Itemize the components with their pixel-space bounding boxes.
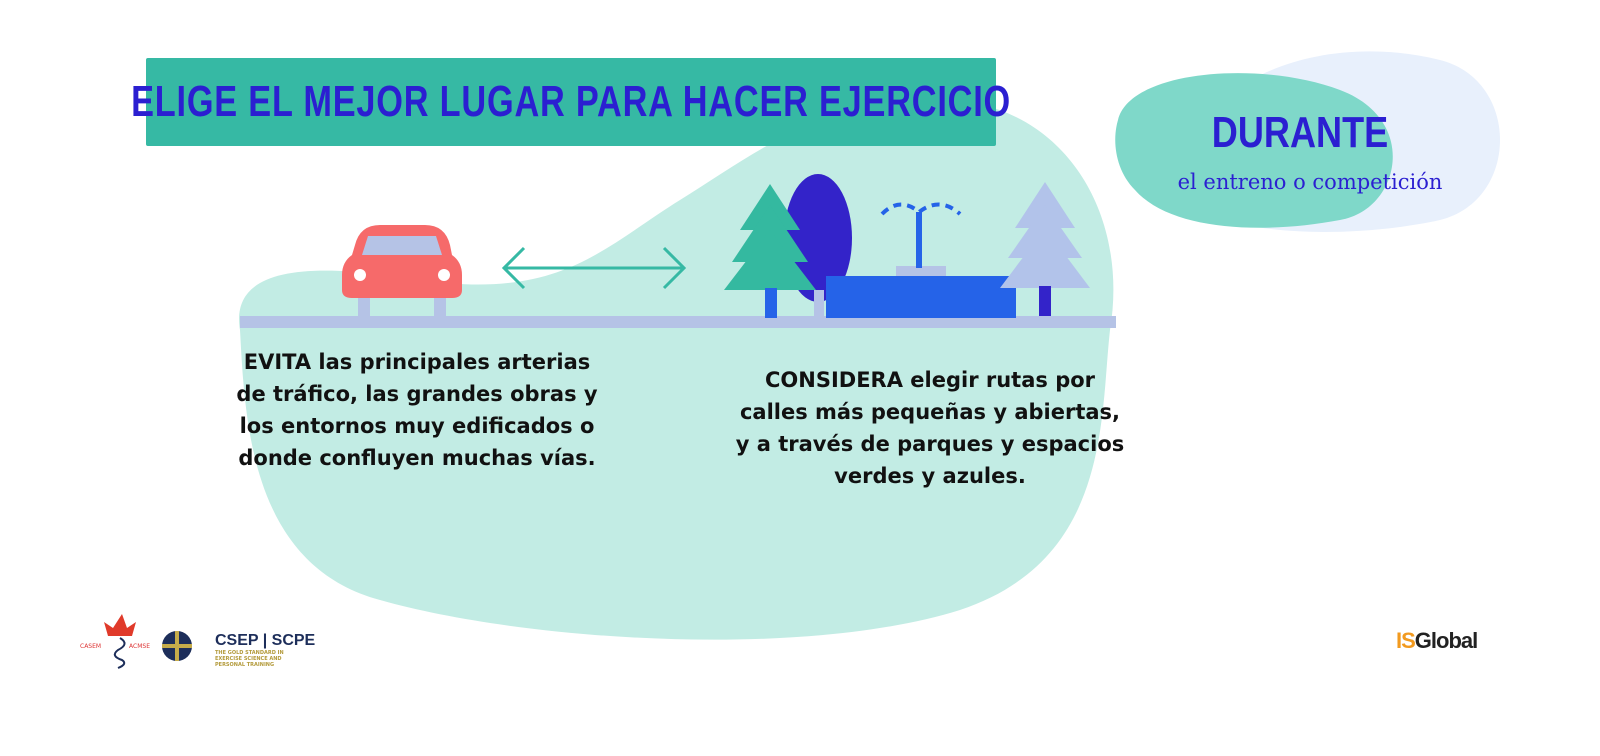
title-banner: ELIGE EL MEJOR LUGAR PARA HACER EJERCICI…	[131, 58, 1010, 146]
consider-lead: CONSIDERA	[764, 368, 903, 392]
csep-logo-text: CSEP | SCPE	[215, 632, 316, 649]
badge-subtitle: el entreno o competición	[1177, 170, 1443, 194]
background-blob	[239, 100, 1114, 640]
page-title: ELIGE EL MEJOR LUGAR PARA HACER EJERCICI…	[131, 77, 1011, 126]
car-icon	[342, 225, 462, 318]
isglobal-rest: Global	[1414, 628, 1478, 653]
casem-left: CASEM	[80, 643, 102, 650]
isglobal-is: IS	[1396, 628, 1416, 653]
consider-body: elegir rutas por calles más pequeñas y a…	[735, 368, 1125, 488]
isglobal-logo: ISGlobal	[1396, 628, 1478, 654]
avoid-lead: EVITA	[243, 350, 312, 374]
avoid-body: las principales arterias de tráfico, las…	[236, 350, 598, 470]
casem-logo-text: CASEM ACMSE	[80, 643, 150, 650]
badge-heading: DURANTE	[1211, 108, 1389, 157]
consider-text: CONSIDERA elegir rutas por calles más pe…	[730, 364, 1130, 492]
durante-blob	[1115, 73, 1393, 228]
casem-logo	[104, 614, 136, 669]
road	[240, 316, 1116, 328]
csep-tagline: THE GOLD STANDARD IN EXERCISE SCIENCE AN…	[215, 650, 284, 668]
fountain-icon	[826, 202, 1016, 318]
double-arrow-icon	[501, 246, 687, 290]
casem-right: ACMSE	[129, 643, 150, 650]
csep-logo	[162, 631, 192, 661]
pale-tree-icon	[1000, 182, 1090, 316]
round-tree-icon	[784, 174, 852, 302]
avoid-text: EVITA las principales arterias de tráfic…	[232, 346, 602, 474]
pine-tree-icon	[724, 184, 816, 318]
